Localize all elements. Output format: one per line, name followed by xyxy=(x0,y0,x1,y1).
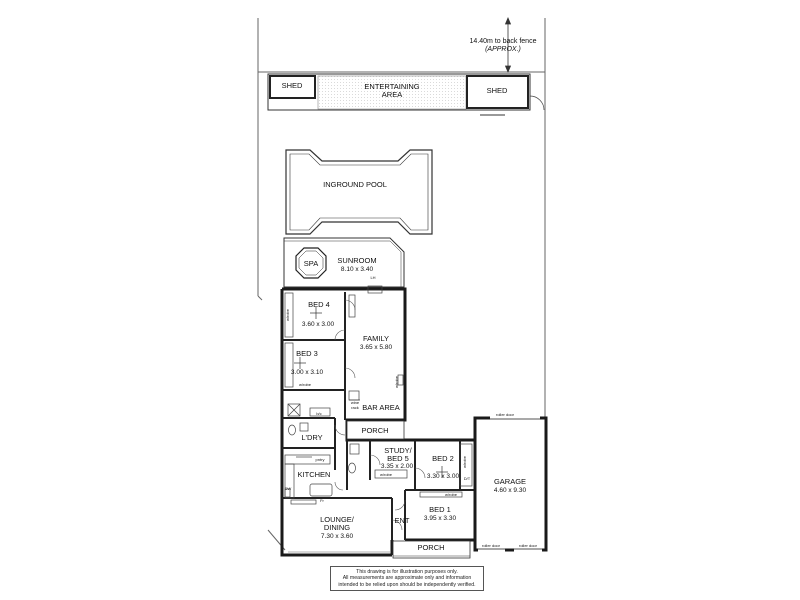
spa xyxy=(295,247,327,279)
dt-label: D/T xyxy=(464,476,471,481)
porch-lower-label: PORCH xyxy=(417,543,444,552)
family-label: FAMILY xyxy=(363,334,389,343)
fixtures xyxy=(284,285,473,505)
wine-rack-label-1: wine xyxy=(351,400,360,405)
bed1-dims: 3.95 x 3.30 xyxy=(424,515,457,522)
lounge-dims: 7.30 x 3.60 xyxy=(321,533,354,540)
fr-label: Fr xyxy=(320,498,324,503)
bed1-label: BED 1 xyxy=(429,505,451,514)
disclaimer-line: intended to be relied upon should be ind… xyxy=(338,581,476,588)
garage-label: GARAGE xyxy=(494,477,526,486)
fence-approx-label: (APPROX.) xyxy=(485,46,521,53)
bed4-label: BED 4 xyxy=(308,300,330,309)
pool-label: INGROUND POOL xyxy=(323,180,387,189)
porch-upper xyxy=(346,420,405,440)
study-dims: 3.35 x 2.00 xyxy=(381,463,414,470)
entertaining-label-2: AREA xyxy=(382,90,402,99)
shed-left-label: SHED xyxy=(282,81,303,90)
roller-door-bl-label: roller door xyxy=(482,543,501,548)
kitchen-label: KITCHEN xyxy=(298,470,331,479)
laundry-label: L'DRY xyxy=(301,433,322,442)
sunroom-label: SUNROOM xyxy=(337,256,376,265)
family-dims: 3.65 x 5.80 xyxy=(360,344,393,351)
property-boundary xyxy=(257,18,546,551)
ceiling-fan-icons xyxy=(294,289,448,478)
bed4-dims: 3.60 x 3.00 xyxy=(302,321,335,328)
entry-label: ENT xyxy=(395,516,410,525)
roller-door-top-label: roller door xyxy=(496,412,515,417)
wrobe-bed4-label: w/robe xyxy=(285,308,290,321)
roller-door-br-label: roller door xyxy=(519,543,538,548)
pantry-label: pntry xyxy=(316,457,325,462)
wrobe-bed2-label: w/robe xyxy=(462,455,467,468)
wrobe-bed3-label: w/robe xyxy=(299,382,312,387)
shed-left xyxy=(269,75,316,99)
dw-label: DW xyxy=(285,486,292,491)
fence-distance-label: 14.40m to back fence xyxy=(470,38,537,45)
wrobe-bed1-label: w/robe xyxy=(445,492,458,497)
disclaimer-box: This drawing is for illustration purpose… xyxy=(330,566,484,591)
porch-lower xyxy=(392,540,471,559)
inground-pool xyxy=(285,149,433,235)
bar-area-label: BAR AREA xyxy=(362,403,400,412)
wine-rack-label-2: rack xyxy=(351,405,359,410)
bed2-dims: 3.30 x 3.00 xyxy=(427,473,460,480)
disclaimer-line: All measurements are approximate only an… xyxy=(342,575,472,582)
wrobe-study-label: w/robe xyxy=(380,472,393,477)
shed-right xyxy=(466,75,529,109)
shed-right-label: SHED xyxy=(487,86,508,95)
bed3-dims: 3.00 x 3.10 xyxy=(291,369,324,376)
door-swings xyxy=(334,299,426,531)
garage-dims: 4.60 x 9.30 xyxy=(494,487,527,494)
sunroom-dims: 8.10 x 3.40 xyxy=(341,266,374,273)
disclaimer-line: This drawing is for illustration purpose… xyxy=(356,569,458,575)
interior-walls xyxy=(282,292,475,540)
study-label-2: BED 5 xyxy=(387,454,409,463)
wrobe-garage-label: w/robe xyxy=(394,375,399,388)
lounge-label-1: LOUNGE/ xyxy=(320,515,355,524)
garage xyxy=(473,416,548,552)
study-label-1: STUDY/ xyxy=(384,446,412,455)
linen-label: b/c xyxy=(316,411,321,416)
bed3-label: BED 3 xyxy=(296,349,318,358)
spa-label: SPA xyxy=(304,259,318,268)
porch-upper-label: PORCH xyxy=(361,426,388,435)
lh-label: LH xyxy=(370,275,375,280)
entertaining-strip xyxy=(267,73,545,116)
lounge-label-2: DINING xyxy=(324,523,350,532)
entertaining-label-1: ENTERTAINING xyxy=(364,82,419,91)
dimension-arrow xyxy=(504,16,512,74)
bed2-label: BED 2 xyxy=(432,454,454,463)
